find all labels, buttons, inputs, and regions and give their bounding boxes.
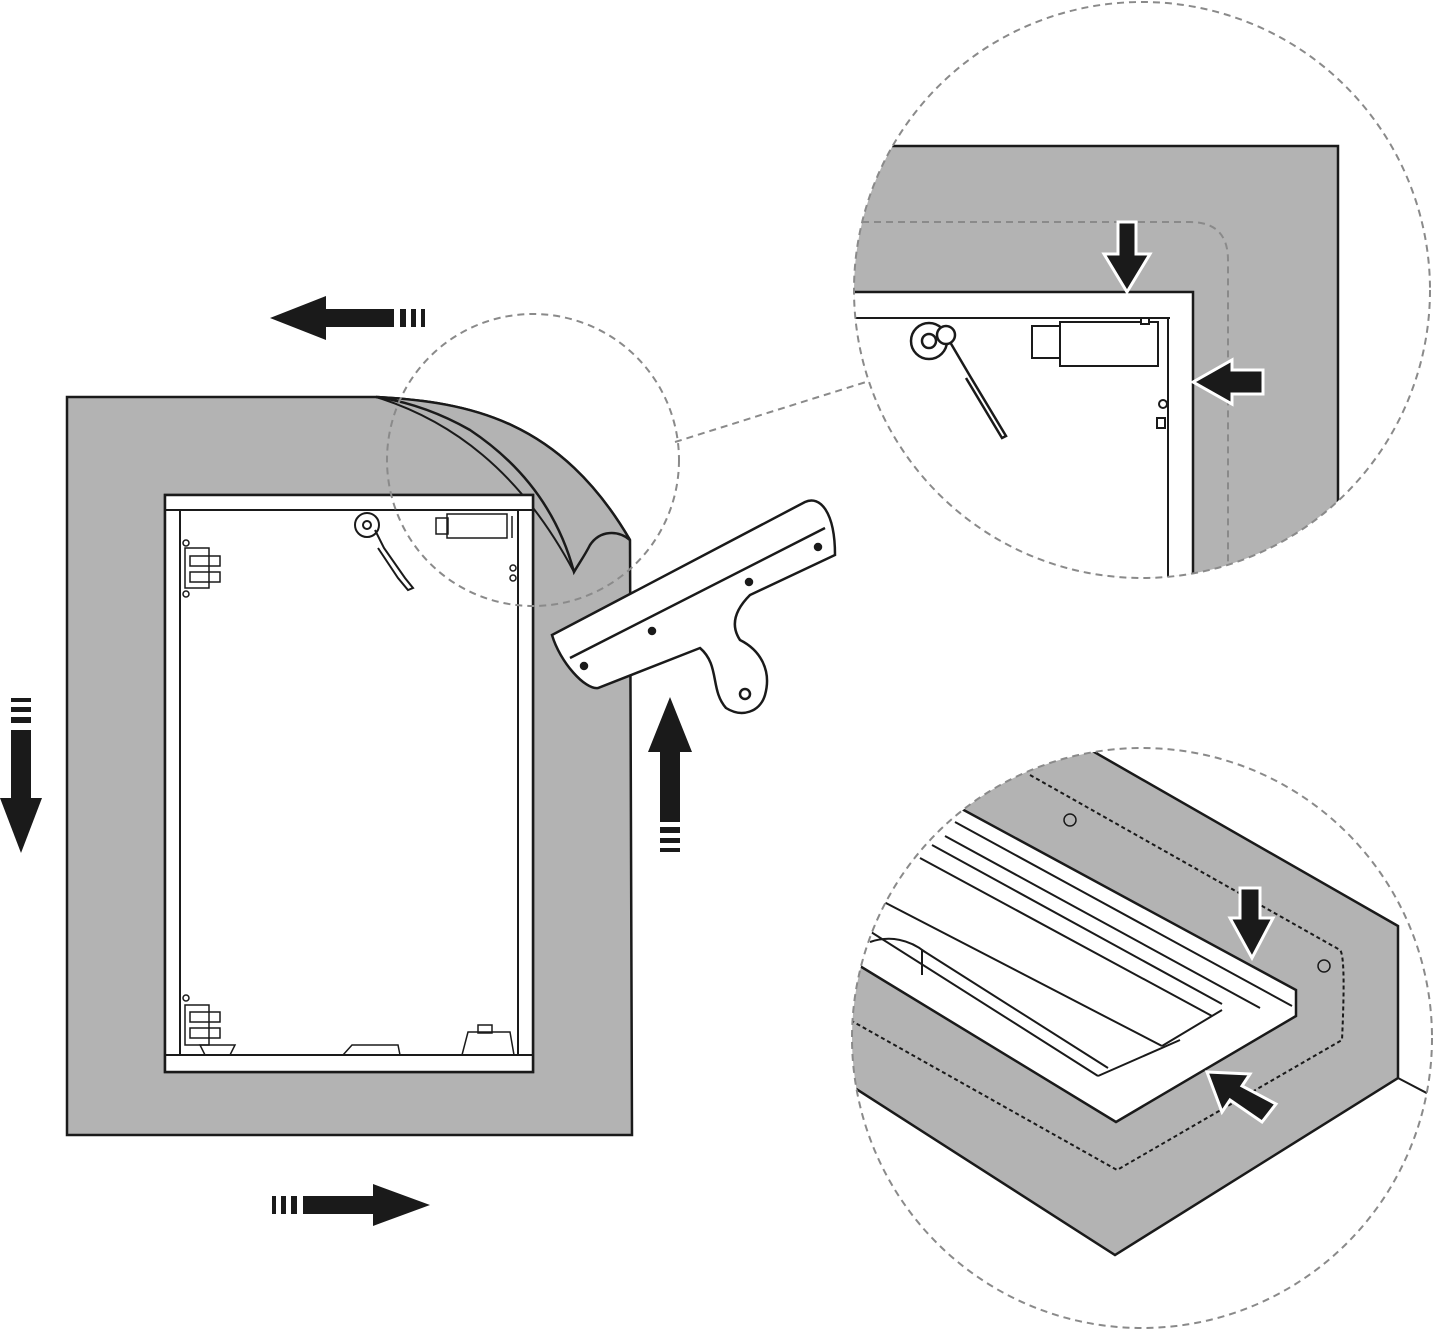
arrow-right-icon: [272, 1184, 430, 1226]
wheel-icon: [909, 321, 1008, 440]
arrow-up-icon: [648, 697, 692, 852]
door-hinge-icon: [182, 539, 221, 598]
arrow-left-icon: [270, 296, 425, 340]
lock-box-icon: [435, 513, 517, 582]
film-sheet: [65, 395, 634, 1137]
arrow-down-icon: [0, 698, 42, 853]
door-hinge-icon: [182, 994, 237, 1056]
detail-marker-circle: [386, 313, 680, 607]
screw-icon: [1063, 813, 1331, 973]
film-curl: [375, 395, 632, 576]
arrow-left-icon: [1189, 357, 1265, 407]
arrow-down-icon: [1101, 220, 1153, 295]
latch-icon: [341, 1024, 515, 1056]
detail-corner-closeup: [854, 2, 1430, 578]
detail-edge-closeup: [852, 748, 1432, 1328]
detail-corner-outline: [853, 1, 1431, 579]
arrow-up-left-icon: [1204, 1070, 1279, 1125]
arrow-down-icon: [1227, 886, 1276, 962]
detail-leader-line: [674, 381, 867, 443]
wheel-icon: [354, 512, 415, 592]
squeegee-icon: [550, 499, 837, 715]
cabinet-frame: [163, 493, 535, 1074]
lock-box-icon: [1031, 317, 1168, 429]
detail-edge-outline: [851, 747, 1433, 1329]
